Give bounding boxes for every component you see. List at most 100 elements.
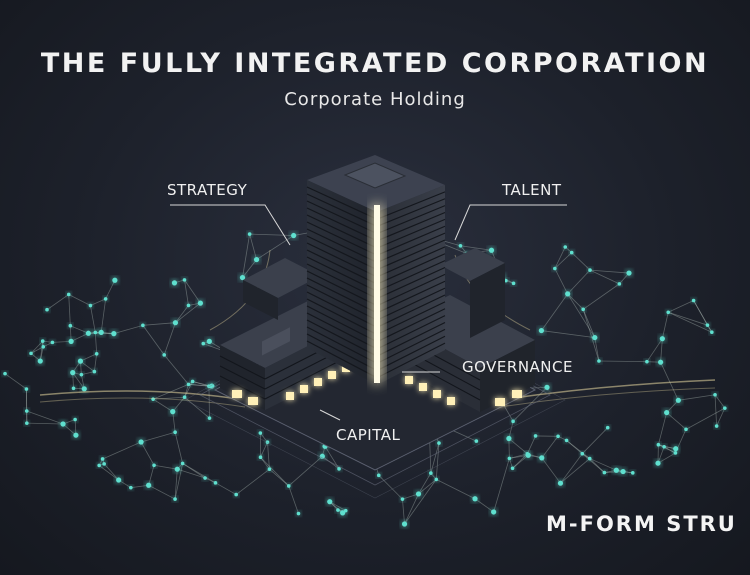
network-link bbox=[288, 455, 323, 487]
network-link bbox=[589, 458, 605, 473]
network-node bbox=[88, 303, 93, 308]
network-node bbox=[705, 323, 710, 327]
network-link bbox=[658, 444, 676, 450]
governance-label: GOVERNANCE bbox=[462, 358, 573, 376]
network-node bbox=[340, 510, 346, 516]
network-node bbox=[587, 456, 592, 461]
network-node bbox=[556, 434, 560, 439]
network-link bbox=[404, 479, 437, 525]
network-node bbox=[173, 430, 177, 435]
tower-floor-line bbox=[376, 321, 446, 357]
network-link bbox=[657, 446, 665, 464]
network-link bbox=[52, 340, 72, 343]
tower-floor-line bbox=[376, 287, 446, 321]
light-paths bbox=[39, 249, 716, 416]
tower-floor-line bbox=[306, 207, 378, 242]
network-node bbox=[151, 397, 155, 401]
network-node bbox=[630, 471, 635, 475]
network-link bbox=[30, 340, 44, 354]
network-link bbox=[260, 456, 270, 470]
network-link bbox=[660, 338, 663, 363]
network-node bbox=[553, 266, 557, 271]
network-node bbox=[258, 455, 263, 460]
network-link bbox=[589, 269, 630, 274]
network-node bbox=[182, 395, 187, 400]
network-node bbox=[506, 435, 512, 442]
network-link bbox=[714, 394, 726, 409]
network-node bbox=[675, 397, 681, 403]
network-node bbox=[24, 409, 29, 413]
network-node bbox=[247, 232, 252, 236]
network-link bbox=[554, 252, 572, 269]
network-node bbox=[525, 452, 530, 456]
network-link bbox=[541, 457, 561, 484]
network-node bbox=[291, 232, 297, 239]
network-link bbox=[658, 444, 676, 454]
network-link bbox=[177, 468, 206, 479]
leader-lines bbox=[170, 204, 567, 421]
tower-floor-line bbox=[376, 328, 446, 364]
network-node bbox=[645, 359, 649, 364]
network-node bbox=[714, 424, 719, 428]
tower-floor-line bbox=[306, 193, 378, 227]
network-node bbox=[691, 298, 696, 303]
tower-floor-line bbox=[376, 301, 446, 336]
network-node bbox=[138, 439, 144, 445]
network-node bbox=[580, 451, 585, 456]
network-node bbox=[102, 462, 106, 466]
network-node bbox=[538, 327, 545, 334]
talent-label: TALENT bbox=[502, 181, 562, 199]
tower-floor-line bbox=[306, 333, 378, 372]
network-node bbox=[437, 441, 441, 445]
network-link bbox=[113, 324, 143, 334]
network-link bbox=[30, 346, 44, 354]
network-link bbox=[668, 300, 694, 313]
network-node bbox=[472, 496, 478, 502]
network-link bbox=[663, 446, 676, 454]
network-link bbox=[188, 383, 209, 387]
network-link bbox=[668, 311, 712, 333]
network-link bbox=[554, 268, 569, 295]
network-link bbox=[174, 463, 184, 500]
network-link bbox=[90, 305, 96, 333]
network-node bbox=[662, 444, 666, 449]
network-node bbox=[207, 416, 212, 420]
network-link bbox=[402, 499, 405, 525]
network-link bbox=[130, 484, 149, 489]
network-link bbox=[541, 293, 568, 331]
network-node bbox=[92, 369, 97, 374]
network-link bbox=[560, 453, 583, 484]
network-link bbox=[666, 412, 687, 430]
network-node bbox=[626, 270, 632, 276]
tower-floor-line bbox=[376, 266, 446, 300]
network-node bbox=[343, 508, 348, 513]
network-link bbox=[693, 300, 708, 326]
tower-floor-line bbox=[306, 284, 378, 321]
network-node bbox=[141, 323, 145, 328]
network-node bbox=[337, 467, 341, 471]
network-node bbox=[296, 511, 301, 516]
network-node bbox=[186, 382, 191, 387]
network-node bbox=[182, 278, 187, 282]
network-link bbox=[90, 298, 106, 306]
network-node bbox=[656, 442, 661, 447]
network-link bbox=[72, 372, 74, 389]
network-link bbox=[660, 362, 679, 401]
network-node bbox=[602, 470, 607, 475]
network-link bbox=[589, 458, 617, 471]
network-link bbox=[81, 371, 95, 376]
network-link bbox=[80, 360, 95, 372]
network-link bbox=[436, 479, 476, 500]
tower-floor-line bbox=[306, 305, 378, 343]
network-link bbox=[288, 485, 299, 514]
network-node bbox=[617, 282, 622, 286]
network-link bbox=[474, 498, 494, 513]
network-node bbox=[213, 481, 218, 485]
tower-floor-line bbox=[306, 326, 378, 364]
network-node bbox=[258, 431, 263, 435]
tower-floor-line bbox=[376, 335, 446, 372]
network-node bbox=[93, 330, 98, 335]
network-link bbox=[94, 332, 98, 354]
network-link bbox=[418, 479, 437, 495]
